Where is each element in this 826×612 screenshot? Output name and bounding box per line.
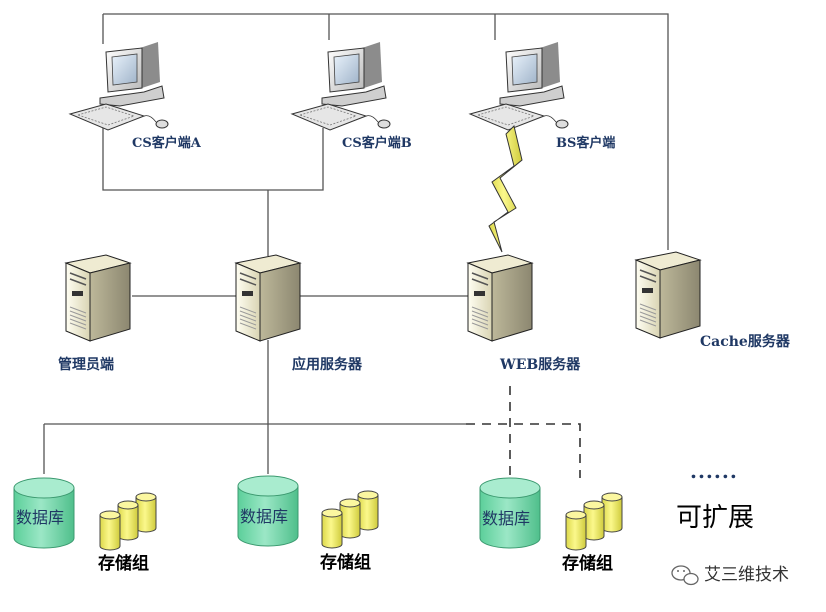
storage-group-label: 存储组 xyxy=(320,552,371,573)
desktop-pc-icon xyxy=(469,41,569,131)
storage-drop-lines xyxy=(43,424,269,474)
extension-dashed-lines xyxy=(466,386,581,478)
storage-group-label: 存储组 xyxy=(562,553,613,574)
server-app-label: 应用服务器 xyxy=(292,356,363,373)
storage-cylinders-icon xyxy=(321,490,379,549)
client-bs: BS客户端 xyxy=(469,41,615,151)
top-bus-line xyxy=(103,13,669,250)
client-bs-label: BS客户端 xyxy=(556,135,615,151)
server-admin: 管理员端 xyxy=(58,254,131,373)
top-drop-lines xyxy=(102,14,496,44)
server-web-label: WEB服务器 xyxy=(499,356,581,373)
connection-lines xyxy=(43,13,669,478)
watermark: 艾三维技术 xyxy=(671,565,789,586)
database-label: 数据库 xyxy=(482,509,530,528)
storage-unit-1: 数据库 存储组 xyxy=(13,477,157,574)
extensible-label: 可扩展 xyxy=(676,503,754,533)
client-cs-a: CS客户端A xyxy=(69,41,202,151)
server-admin-label: 管理员端 xyxy=(58,356,114,373)
client-cs-b: CS客户端B xyxy=(291,41,412,151)
cs-clients-line xyxy=(102,128,324,191)
wechat-icon xyxy=(671,565,699,586)
database-label: 数据库 xyxy=(240,507,288,526)
desktop-pc-icon xyxy=(291,41,391,131)
server-tower-icon xyxy=(635,251,701,339)
server-app: 应用服务器 xyxy=(235,254,363,373)
wireless-lightning-icon xyxy=(488,125,523,253)
database-label: 数据库 xyxy=(16,508,64,527)
desktop-pc-icon xyxy=(69,41,169,131)
storage-unit-3: 数据库 存储组 xyxy=(479,477,623,574)
server-web: WEB服务器 xyxy=(467,254,581,373)
server-cache: Cache服务器 xyxy=(635,251,791,350)
storage-unit-2: 数据库 存储组 xyxy=(237,475,379,573)
storage-group-label: 存储组 xyxy=(98,553,149,574)
server-cache-label: Cache服务器 xyxy=(700,333,791,350)
server-tower-icon xyxy=(235,254,301,342)
storage-cylinders-icon xyxy=(565,492,623,551)
ellipsis-text: ...... xyxy=(690,459,738,483)
watermark-text: 艾三维技术 xyxy=(704,565,789,585)
client-cs-a-label: CS客户端A xyxy=(132,135,202,151)
client-cs-b-label: CS客户端B xyxy=(342,135,412,151)
server-tower-icon xyxy=(467,254,533,342)
storage-bus-line xyxy=(267,340,466,425)
storage-cylinders-icon xyxy=(99,492,157,551)
server-tower-icon xyxy=(65,254,131,342)
